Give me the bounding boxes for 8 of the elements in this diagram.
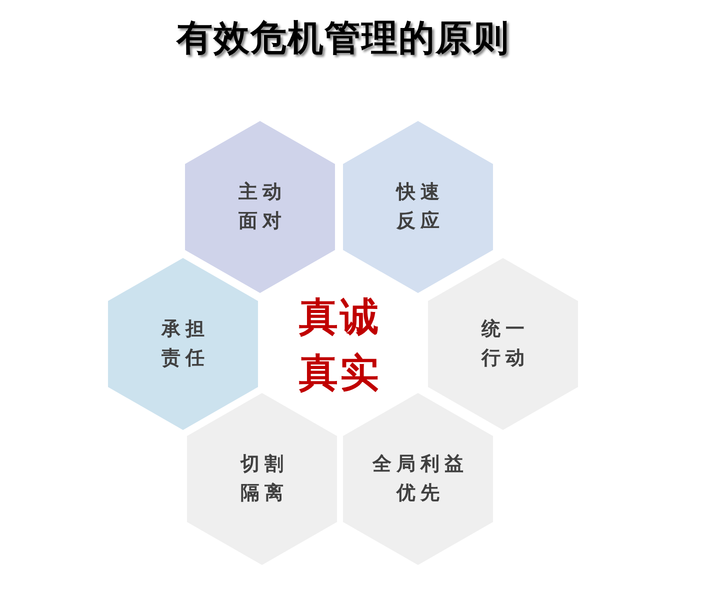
core-principle-text: 真诚真实 (298, 294, 382, 398)
principle-label: 全局利益优先 (371, 452, 469, 506)
principle-label: 主动面对 (238, 180, 287, 234)
principle-label: 切割隔离 (239, 452, 289, 506)
principle-label: 统一行动 (480, 317, 530, 371)
title: 有效危机管理的原则 (176, 17, 510, 61)
principle-label: 快速反应 (394, 180, 445, 234)
principle-label: 承担责任 (160, 317, 210, 371)
